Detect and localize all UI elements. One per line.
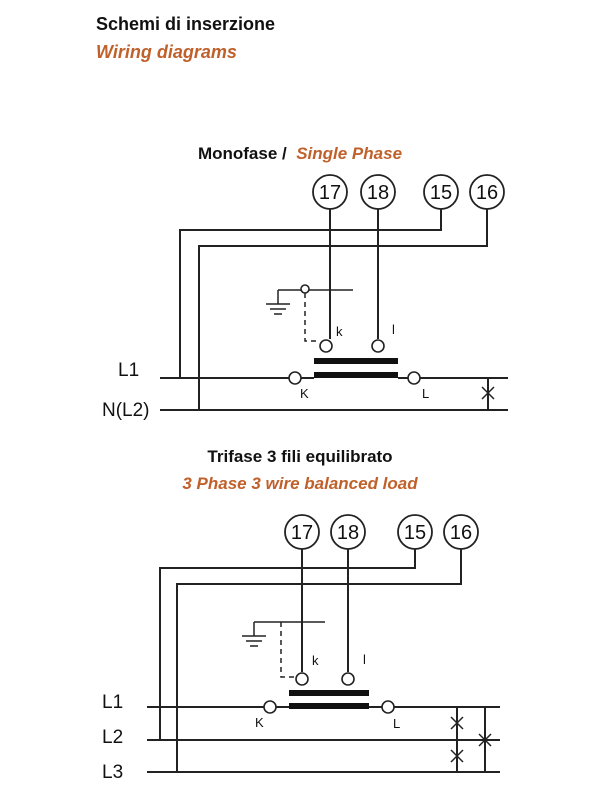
ct-label-l: l — [392, 322, 395, 337]
line-label-n-l2: N(L2) — [102, 400, 150, 421]
ct-label-l: l — [363, 652, 366, 667]
terminal-17 — [284, 514, 320, 550]
ct-label-L: L — [422, 386, 429, 401]
ground-icon — [266, 303, 290, 315]
ct-label-L: L — [393, 716, 400, 731]
wire-terminal-16 — [176, 549, 462, 772]
wire-terminal-15 — [179, 209, 442, 378]
terminal-17-label: 17 — [291, 522, 313, 544]
ground-icon — [242, 635, 266, 647]
line-label-l2: L2 — [102, 727, 123, 748]
three-phase-title-en: 3 Phase 3 wire balanced load — [182, 474, 418, 493]
ct-label-K: K — [300, 386, 309, 401]
single-phase-diagram: Monofase / Single Phase k l K L — [102, 144, 508, 421]
ground-link-dashed — [280, 622, 294, 678]
ct-core-upper — [314, 358, 398, 364]
load-cross-icon — [450, 749, 464, 763]
line-label-l1: L1 — [102, 692, 123, 713]
terminal-18 — [360, 174, 396, 210]
terminal-15 — [423, 174, 459, 210]
terminal-17-label: 17 — [319, 182, 341, 204]
ct-label-K: K — [255, 715, 264, 730]
line-label-l3: L3 — [102, 762, 123, 783]
ct-terminal-k — [295, 672, 309, 686]
terminal-17 — [312, 174, 348, 210]
ct-core-lower — [289, 703, 369, 709]
single-phase-title-en: Single Phase — [296, 144, 402, 163]
ct-label-k: k — [312, 653, 319, 668]
terminal-18 — [330, 514, 366, 550]
terminal-18-label: 18 — [367, 182, 389, 204]
line-label-l1: L1 — [118, 360, 139, 381]
terminal-16-label: 16 — [450, 522, 472, 544]
ct-core-lower — [314, 372, 398, 378]
load-cross-icon — [481, 386, 495, 400]
three-phase-title-it: Trifase 3 fili equilibrato — [207, 447, 392, 466]
wire-terminal-16 — [198, 209, 488, 410]
terminal-16 — [469, 174, 505, 210]
ct-terminal-l — [371, 339, 385, 353]
ct-terminal-k — [319, 339, 333, 353]
single-phase-title-it: Monofase / — [198, 144, 287, 163]
terminal-16-label: 16 — [476, 182, 498, 204]
ground-link-dashed — [304, 293, 318, 342]
ct-terminal-K — [263, 700, 277, 714]
terminal-15-label: 15 — [430, 182, 452, 204]
terminal-16 — [443, 514, 479, 550]
ground-node — [300, 284, 310, 294]
three-phase-diagram: Trifase 3 fili equilibrato 3 Phase 3 wir… — [102, 447, 500, 783]
ct-terminal-K — [288, 371, 302, 385]
terminal-15-label: 15 — [404, 522, 426, 544]
terminal-15 — [397, 514, 433, 550]
ct-label-k: k — [336, 324, 343, 339]
ct-terminal-L — [407, 371, 421, 385]
page-title: Schemi di inserzione — [96, 14, 276, 34]
load-cross-icon — [478, 733, 492, 747]
single-phase-title: Monofase / Single Phase — [198, 144, 402, 163]
wire-terminal-15 — [159, 549, 416, 740]
ct-core-upper — [289, 690, 369, 696]
ct-terminal-L — [381, 700, 395, 714]
ct-terminal-l — [341, 672, 355, 686]
load-cross-icon — [450, 716, 464, 730]
terminal-18-label: 18 — [337, 522, 359, 544]
page-subtitle: Wiring diagrams — [96, 42, 237, 62]
